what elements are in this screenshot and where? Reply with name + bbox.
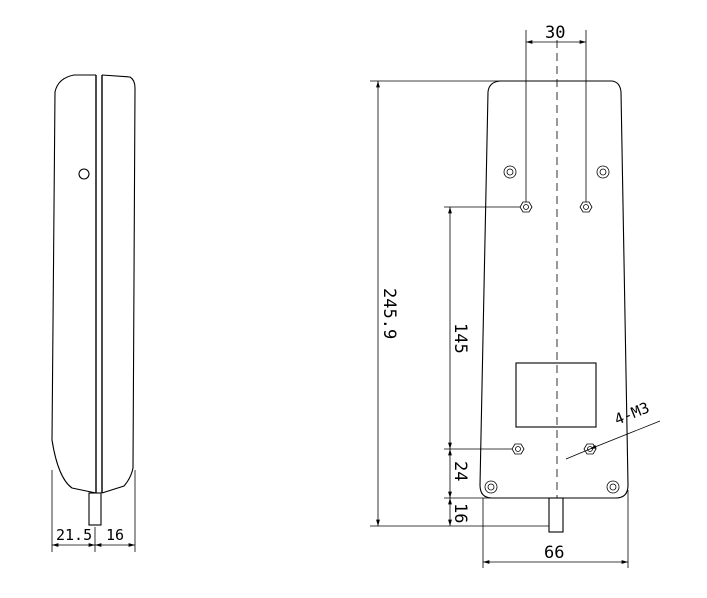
screw-bottom-left <box>484 480 498 494</box>
dim-16-label: 16 <box>450 503 470 523</box>
front-body-outline <box>479 80 629 499</box>
dim-24-label: 24 <box>450 461 470 481</box>
thread-leader <box>589 420 661 450</box>
thread-callout-label: 4-M3 <box>612 398 652 428</box>
dim-side-front-label: 21.5 <box>56 526 92 544</box>
dim-total-height-label: 245.9 <box>379 288 399 339</box>
front-view: 30 245.9 145 24 16 66 4-M3 <box>370 23 661 568</box>
dim-side-back-label: 16 <box>106 526 124 544</box>
side-back-outline <box>101 74 136 494</box>
front-cable-connector <box>548 497 564 533</box>
dim-66-label: 66 <box>544 543 564 563</box>
side-body-outline <box>51 74 97 494</box>
screw-top-left <box>503 165 517 179</box>
dim-145-label: 145 <box>450 323 470 354</box>
side-cable-connector <box>88 492 102 526</box>
screw-top-right <box>596 165 610 179</box>
dim-30-label: 30 <box>545 23 565 43</box>
side-button-circle <box>78 168 90 180</box>
side-view: 21.5 16 <box>51 74 136 552</box>
hex-nut-upper-right <box>579 201 593 213</box>
hex-nut-upper-left <box>519 201 533 213</box>
screw-bottom-right <box>606 480 620 494</box>
thread-leader-tail <box>565 448 591 460</box>
display-window <box>515 362 597 428</box>
hex-nut-lower-left <box>511 443 525 455</box>
